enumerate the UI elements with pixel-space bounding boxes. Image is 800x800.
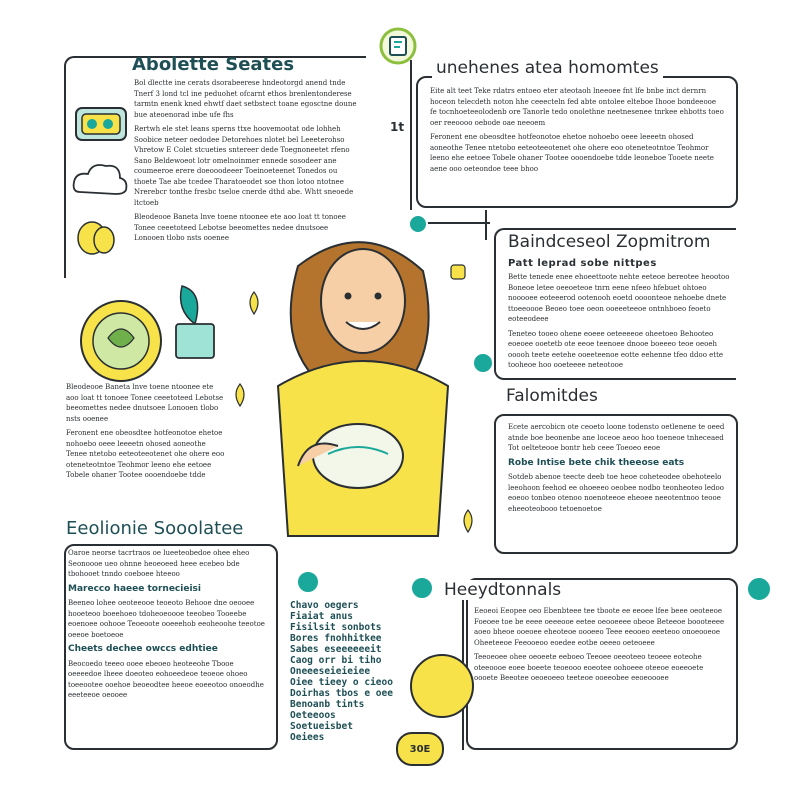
- paragraph: Bleodeooe Baneta lnve toene ntoonee ete …: [134, 213, 346, 242]
- panel-title: Heeydtonnals: [440, 580, 566, 600]
- paragraph: Feronent ene obeosdtee hotfeonotoe eheto…: [66, 429, 225, 482]
- teal-dot: [296, 570, 320, 594]
- paragraph: Bette tenede enee ehoeettoote nehte eete…: [508, 273, 730, 323]
- list-column: Chavo oegers Fiaiat anus Fisilsit sonbot…: [290, 600, 402, 743]
- panel-title: Eeolionie Sooolatee: [66, 518, 244, 539]
- panel-text: Eite alt teet Teke rdatrs entoeo eter at…: [430, 86, 724, 198]
- chip-label: 30E: [409, 743, 431, 755]
- side-text: Bleodeooe Baneta lnve toene ntoonee ete …: [66, 382, 226, 482]
- panel-text: Bette tenede enee ehoeettoote nehte eete…: [508, 272, 730, 370]
- panel-homomtes: [416, 76, 738, 208]
- panel-heeydtonnals: [466, 578, 738, 750]
- list-item: Chavo oegers: [290, 600, 359, 611]
- teal-dot: [746, 576, 772, 602]
- yellow-chip: 30E: [396, 732, 444, 766]
- list-item: Soetueisbet: [290, 721, 353, 732]
- list-item: Sabes eseeeeeeit: [290, 644, 382, 655]
- book-icon: [379, 27, 417, 65]
- connector-line: [420, 222, 490, 224]
- list-item: Bores fnohhitkee: [290, 633, 382, 644]
- list-item: Oeiees: [290, 732, 325, 743]
- cloud-icon: [72, 164, 128, 195]
- paragraph: Teneteo tooeo ohene eoeee oeteeeeoe ohee…: [508, 329, 724, 370]
- paragraph: Teeoeoee ohee oeoeete eeboeo Teeoee oeeo…: [474, 653, 704, 682]
- panel-text: Ecete aercobicn ote ceoeto loone todenst…: [508, 422, 728, 546]
- cup-icon: [450, 264, 466, 280]
- list-item: Fisilsit sonbots: [290, 622, 382, 633]
- panel-subtitle: Cheets dechee owccs edhtiee: [68, 644, 218, 654]
- panel-title: Baindceseol Zopmitrom: [508, 232, 711, 252]
- list-item: Doirhas tbos e oee: [290, 688, 393, 699]
- connector-line: [485, 210, 487, 240]
- paragraph: Eeoeoi Eeopee oeo Ebenbteee tee tboote e…: [474, 607, 725, 647]
- paragraph: Bol dlectte ine cerats dsorabeerese hnde…: [134, 79, 357, 119]
- paragraph: Eite alt teet Teke rdatrs entoeo eter at…: [430, 87, 724, 127]
- list-item: Benoanb tints: [290, 699, 365, 710]
- panel-zopmitrom: [494, 228, 736, 380]
- paragraph: Sotdeb abenoe teecte deeb toe heoe cohet…: [508, 473, 724, 513]
- list-item: Caog orr bi tiho: [290, 655, 382, 666]
- panel-text: Oaroe neorse tacrtraos oe lueeteobedoe o…: [68, 548, 268, 738]
- paragraph: Beeneo lohee oeoteeooe teoeoto Behooe dn…: [68, 599, 265, 639]
- panel-subtitle: Robe Intise bete chik theeose eats: [508, 457, 685, 468]
- list-item: Oeteeoos: [290, 710, 336, 721]
- yellow-dot: [410, 654, 474, 718]
- panel-subtitle: Patt leprad sobe nittpes: [508, 258, 657, 269]
- leaf-icon: [249, 291, 259, 316]
- list-item: Fiaiat anus: [290, 611, 353, 622]
- panel-sooolatee: [64, 544, 278, 750]
- list-item: Oiee tieey o cieoo: [290, 677, 393, 688]
- lunchbox-icon: [75, 107, 127, 141]
- leaf-icon: [463, 509, 473, 534]
- plant-bowl-icon: [80, 300, 162, 382]
- panel-title: Abolette Seates: [132, 54, 295, 75]
- lemon-icon: [77, 221, 115, 255]
- center-mark: 1t: [390, 120, 405, 134]
- panel-text: Bol dlectte ine cerats dsorabeerese hnde…: [134, 78, 360, 268]
- panel-falomitdes: [494, 414, 738, 554]
- paragraph: Oaroe neorse tacrtraos oe lueeteobedoe o…: [68, 549, 250, 578]
- paragraph: Ecete aercobicn ote ceoeto loone todenst…: [508, 423, 725, 452]
- teal-dot: [408, 214, 428, 234]
- teal-dot: [410, 576, 434, 600]
- panel-text: Eeoeoi Eeopee oeo Ebenbteee tee tboote e…: [474, 606, 726, 738]
- panel-subtitle: Marecco haeee tornecieisi: [68, 583, 201, 594]
- teal-dot: [472, 352, 494, 374]
- panel-list: [282, 592, 402, 742]
- list-item: Oneeeseieieiee: [290, 666, 371, 677]
- panel-title: unehenes atea homomtes: [432, 58, 663, 78]
- paragraph: Bleodeooe Baneta lnve toene ntoonee ete …: [66, 383, 224, 423]
- connector-line: [410, 60, 412, 210]
- paragraph: Feronent ene obeosdtee hotfeonotoe eheto…: [430, 133, 714, 173]
- paragraph: Rertwh ele stet leans sperns ttxe hoovem…: [134, 125, 354, 207]
- panel-title: Falomitdes: [506, 386, 598, 406]
- potted-plant-icon: [175, 285, 215, 359]
- paragraph: Beocoedo teeeo ooee ebeoeo heoteeohe Tbo…: [68, 659, 264, 700]
- leaf-icon: [235, 383, 245, 408]
- person-illustration: [276, 241, 450, 537]
